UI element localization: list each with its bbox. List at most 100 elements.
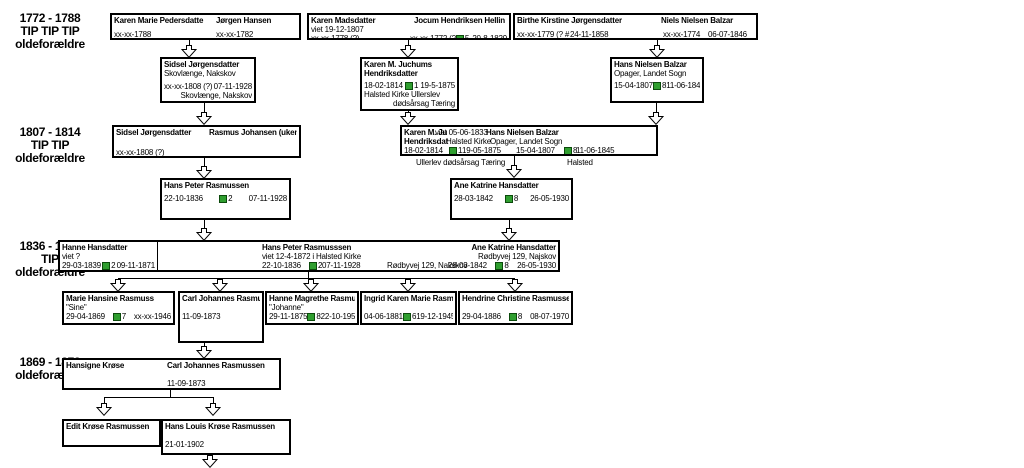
husband-death: 06-07-1846: [708, 30, 747, 39]
husband-cell: Hans Peter Rasmusssen viet 12-4-1872 i H…: [262, 243, 502, 270]
marriage-line: viet ?: [62, 252, 80, 261]
person-name: Marie Hansine Rasmuss: [66, 294, 154, 303]
dates-line: 18-02-1814 1 19-5-1875: [364, 81, 455, 90]
death-date: 11-06-1845: [666, 81, 700, 90]
places-line: Halsted Kirke Ullerslev: [364, 90, 440, 99]
birth-date: 28-03-1842: [448, 261, 487, 270]
person-place: Rødbyvej 129, Najskov: [477, 252, 556, 261]
husband-birth: xx-xx-1774: [663, 30, 701, 39]
era-label-1: 1772 - 1788 TIP TIP TIP oldeforældre: [0, 12, 100, 51]
person-place: Opager, Landet Sogn: [614, 69, 687, 78]
dates-line: 28-03-1842 8 26-05-1930: [448, 261, 556, 270]
down-arrow-icon: [648, 112, 664, 125]
media-badge: 8: [508, 312, 522, 321]
connector-line: [204, 103, 205, 112]
era-generation: TIP: [41, 252, 59, 266]
marriage-line: viet 19-12-1807: [311, 25, 364, 34]
marriage-line: viet 12-4-1872 i Halsted Kirke: [262, 252, 361, 261]
media-badge: 1: [405, 81, 418, 90]
media-count-icon: [112, 312, 121, 321]
person-box-hans-louis[interactable]: Hans Louis Krøse Rasmussen 21-01-1902: [161, 419, 291, 455]
death-date: xx-xx-1946: [133, 312, 171, 321]
media-count: 6: [411, 312, 417, 321]
couple-box-karen-hans[interactable]: Karen M. Ju viet 05-06-1833 Hans Nielsen…: [400, 125, 658, 156]
dates-line: 29-04-1869 7 xx-xx-1946: [66, 312, 171, 321]
media-count-icon: [504, 194, 513, 203]
connector-line: [509, 220, 510, 228]
birth-date: 22-10-1836: [164, 194, 203, 203]
birth-date: 29-11-1875: [269, 312, 308, 321]
media-count-icon: [508, 312, 517, 321]
connector-line: [104, 397, 105, 403]
media-count: 2: [111, 261, 116, 270]
husband-name: Jocum Hendriksen Hellin: [414, 16, 505, 25]
birth-date: 29-04-1886: [462, 312, 501, 321]
era-relation: oldeforældre: [15, 37, 85, 51]
marriage-box-hanne-hansPeter-aneKatrine[interactable]: Hanne Hansdatter viet ? 29-03-1839 2 09-…: [58, 240, 560, 272]
marriage-date: viet 05-06-1833: [435, 128, 488, 137]
dates-line: 29-04-1886 8 08-07-1970: [462, 312, 569, 321]
era-generation: TIP TIP TIP: [20, 24, 80, 38]
person-box-marie-hansine[interactable]: Marie Hansine Rasmuss "Sine" 29-04-1869 …: [62, 291, 175, 325]
dates-line: 29-03-1839 2 09-11-1871: [62, 261, 155, 270]
era-generation: TIP TIP: [30, 138, 70, 152]
couple-box-birthe-niels[interactable]: Birthe Kirstine Jørgensdatter Niels Niel…: [513, 13, 758, 40]
person-name: Hanne Hansdatter: [62, 243, 128, 252]
couple-box-hansigne-carl[interactable]: Hansigne Krøse Carl Johannes Rasmussen 1…: [62, 358, 281, 390]
media-count: 8: [661, 81, 667, 90]
media-count-icon: [449, 146, 457, 154]
death-date: 07-11-1928: [213, 82, 252, 91]
person-box-karen-juchums[interactable]: Karen M. Juchums Hendriksdatter 18-02-18…: [360, 57, 459, 111]
media-count-icon: [307, 312, 316, 321]
person-box-sidsel-jorgensdatter[interactable]: Sidsel Jørgensdatter Skovlænge, Nakskov …: [160, 57, 256, 103]
media-badge: 8: [504, 194, 518, 203]
media-badge: 7: [112, 312, 127, 321]
media-count: 8: [573, 146, 578, 155]
media-badge: 2: [219, 194, 233, 203]
birth-date: xx-xx-1808 (?): [164, 82, 213, 91]
person-box-hanne-magrethe[interactable]: Hanne Magrethe Rasmus "Johanne" 29-11-18…: [265, 291, 359, 325]
wife-dates: xx-xx-1778 (?): [311, 34, 360, 40]
person-box-ingrid-karen-marie[interactable]: Ingrid Karen Marie Rasm 04-06-1881 6 19-…: [360, 291, 457, 325]
dates-line: 11-09-1873: [182, 312, 260, 321]
connector-line: [213, 397, 214, 403]
places-line: Hendriksdat Halsted Kirke Opager, Landet…: [404, 137, 654, 146]
person-place-2: Skovlænge, Nakskov: [180, 91, 252, 100]
nickname: [182, 303, 260, 312]
couple-box-karen-jocum[interactable]: Karen Madsdatter Jocum Hendriksen Hellin…: [307, 13, 511, 40]
death-date: 22-10-1954: [320, 312, 355, 321]
person-box-carl-johannes[interactable]: Carl Johannes Rasmuss 11-09-1873: [178, 291, 264, 343]
person-box-edit-krose[interactable]: Edit Krøse Rasmussen: [62, 419, 161, 447]
names-line: Karen Marie Pedersdatte Jørgen Hansen: [114, 16, 297, 25]
person-name: Carl Johannes Rasmuss: [182, 294, 260, 303]
person-name: Ingrid Karen Marie Rasm: [364, 294, 453, 303]
person-box-ane-katrine-hansdatter[interactable]: Ane Katrine Hansdatter 28-03-1842 8 26-0…: [450, 178, 573, 220]
person-box-hans-peter-rasmussen[interactable]: Hans Peter Rasmussen 22-10-1836 2 07-11-…: [160, 178, 291, 220]
person-place: Rødbyvej 129, Nakskov: [387, 261, 468, 270]
media-count: 1: [458, 146, 463, 155]
media-count: 8: [504, 261, 509, 270]
person-box-hans-nielsen-balzar[interactable]: Hans Nielsen Balzar Opager, Landet Sogn …: [610, 57, 704, 103]
connector-line: [657, 40, 658, 46]
person-name: Hendrine Christine Rasmussen: [462, 294, 569, 303]
wife-death: 24-11-1858: [570, 30, 609, 39]
couple-box-sidsel-rasmus[interactable]: Sidsel Jørgensdatter Rasmus Johansen (uk…: [112, 125, 301, 158]
death-date: 07-11-1928: [322, 261, 361, 270]
media-count-icon: [309, 261, 317, 270]
person-name: Ane Katrine Hansdatter: [454, 181, 539, 190]
wife-place: Halsted Kirke: [446, 137, 491, 146]
media-badge: 2: [102, 261, 116, 270]
media-badge: 8: [495, 261, 509, 270]
birth-date: 11-09-1873: [182, 312, 221, 321]
person-name: Karen M. Juchums: [364, 60, 432, 69]
person-name: Sidsel Jørgensdatter: [164, 60, 240, 69]
connector-line: [408, 40, 409, 46]
couple-box-karen-jorgen[interactable]: Karen Marie Pedersdatte Jørgen Hansen xx…: [110, 13, 301, 40]
media-badge: 8: [652, 81, 667, 90]
dates-line: xx-xx-1808 (?): [116, 148, 165, 157]
person-name: Hans Nielsen Balzar: [614, 60, 687, 69]
media-count: 7: [121, 312, 127, 321]
person-box-hendrine-christine[interactable]: Hendrine Christine Rasmussen 29-04-1886 …: [458, 291, 573, 325]
media-badge: 2: [309, 261, 322, 270]
wife-dates: xx-xx-1788: [114, 30, 152, 39]
